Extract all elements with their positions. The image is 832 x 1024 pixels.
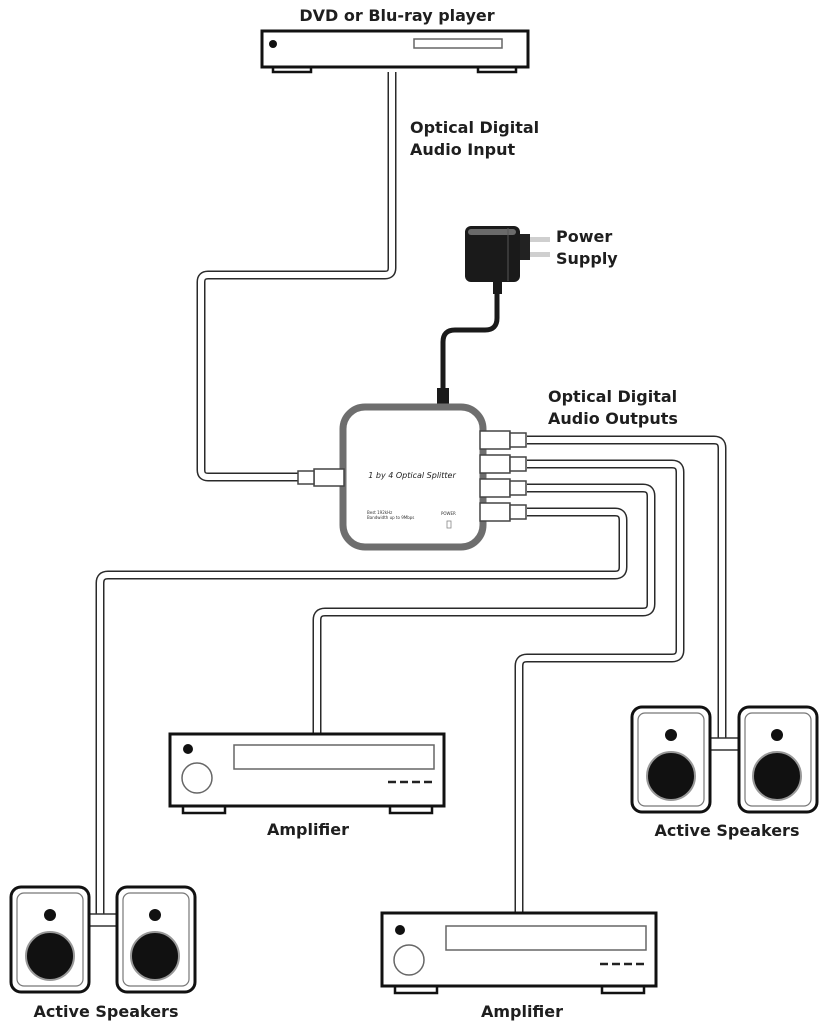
amplifier-top	[168, 732, 446, 815]
output-connectors	[479, 430, 527, 522]
power-adapter-icon	[437, 226, 550, 406]
output-cable-2	[514, 459, 685, 912]
output-cable-3	[312, 483, 656, 733]
splitter-name: 1 by 4 Optical Splitter	[368, 471, 456, 480]
output-connector-4	[479, 502, 527, 522]
power-label-line1: Power	[556, 227, 612, 246]
power-cable	[440, 285, 500, 405]
power-led-icon	[269, 40, 277, 48]
speaker-icon	[9, 885, 91, 994]
output-connector-3	[479, 478, 527, 498]
output-connector-1	[479, 430, 527, 450]
output-cable-1	[527, 435, 727, 745]
active-speakers-right	[630, 705, 819, 814]
outputs-label-line1: Optical Digital	[548, 387, 677, 406]
active-speakers-left	[9, 885, 197, 994]
input-label-line2: Audio Input	[410, 140, 515, 159]
output-cable-4	[95, 507, 628, 918]
volume-knob-icon	[181, 762, 213, 794]
power-led-icon	[446, 520, 452, 529]
optical-splitter: 1 by 4 Optical Splitter Best 192kHz Band…	[339, 403, 487, 551]
power-label-line2: Supply	[556, 249, 618, 268]
dvd-player-label: DVD or Blu-ray player	[299, 6, 494, 25]
amplifier-bottom	[380, 911, 658, 995]
splitter-fine-print-2: Bandwidth up to 9Mbps	[367, 515, 414, 520]
amplifier-top-label: Amplifier	[267, 820, 349, 839]
volume-knob-icon	[393, 944, 425, 976]
dvd-player	[260, 29, 530, 74]
optical-input-cable	[196, 72, 397, 482]
speaker-icon	[737, 705, 819, 814]
splitter-fine-print-1: Best 192kHz	[367, 510, 392, 515]
power-indicator-label: POWER	[441, 511, 456, 516]
speakers-left-label: Active Speakers	[34, 1002, 179, 1021]
input-connector	[297, 468, 345, 487]
speaker-icon	[115, 885, 197, 994]
speaker-icon	[630, 705, 712, 814]
amplifier-bottom-label: Amplifier	[481, 1002, 563, 1021]
outputs-label-line2: Audio Outputs	[548, 409, 678, 428]
input-label-line1: Optical Digital	[410, 118, 539, 137]
speakers-right-label: Active Speakers	[655, 821, 800, 840]
output-connector-2	[479, 454, 527, 474]
